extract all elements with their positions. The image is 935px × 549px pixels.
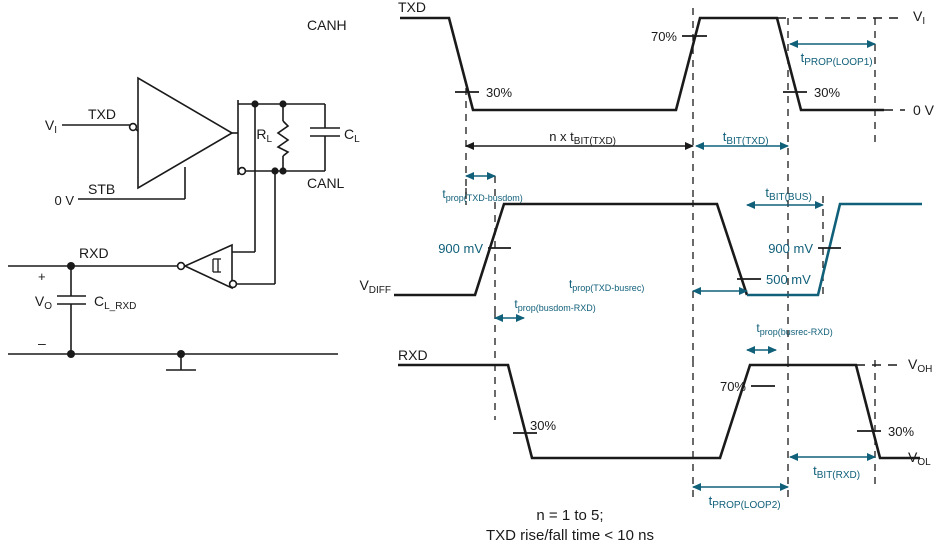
- txd-inverting-bubble: [128, 122, 138, 132]
- rxd-output-bubble: [176, 261, 186, 271]
- junction-canl-2: [279, 167, 287, 175]
- canl-output-bubble: [237, 166, 247, 176]
- label-cl: CL: [344, 126, 360, 145]
- label-txd: TXD: [88, 106, 116, 122]
- vdiff-waveform-trace-recessive: [747, 202, 922, 297]
- label-vo: VO: [35, 293, 52, 312]
- circuit-schematic: [8, 76, 340, 371]
- circuit-labels: VI TXD 0 V STB CANH CANL RL CL RXD VO CL…: [35, 17, 360, 351]
- label-polarity-minus: –: [38, 335, 46, 351]
- vdiff-waveform-trace-dominant: [394, 202, 749, 297]
- rxd-level-voh-label: VOH: [908, 356, 932, 375]
- rxd-measures: tPROP(LOOP2) tBIT(RXD): [683, 453, 878, 511]
- txd-30pct-label-2: 30%: [814, 85, 840, 100]
- receiver-comparator-symbol: [183, 243, 233, 290]
- rxd-30pct-label-2: 30%: [888, 424, 914, 439]
- label-cl-rxd: CL_RXD: [94, 293, 136, 312]
- rxd-waveform-group: RXD 30% 70% 30% VOH VOL: [398, 347, 932, 468]
- label-tprop-loop2: tPROP(LOOP2): [683, 493, 798, 511]
- label-tprop-txd-busrec: tprop(TXD-busrec): [546, 277, 661, 294]
- caption-line-1: n = 1 to 5;: [536, 507, 603, 524]
- txd-signal-label: TXD: [398, 0, 426, 15]
- txd-measures: n x tBIT(TXD) tBIT(TXD) tPROP(LOOP1): [465, 40, 890, 150]
- reference-dashed-lines: [465, 8, 876, 500]
- vdiff-threshold-ticks: [488, 247, 841, 280]
- rxd-threshold-ticks: [513, 385, 881, 434]
- junction-dots: [67, 100, 287, 358]
- label-tbit-txd: tBIT(TXD): [697, 129, 786, 147]
- rxd-30pct-label-1: 30%: [530, 418, 556, 433]
- vdiff-500mv-label: 500 mV: [766, 272, 811, 287]
- label-vi: VI: [45, 117, 57, 136]
- label-n-x-tbit-txd: n x tBIT(TXD): [524, 129, 634, 147]
- label-tbit-rxd: tBIT(RXD): [788, 463, 878, 481]
- rxd-signal-label: RXD: [398, 347, 428, 363]
- rxd-level-vol-label: VOL: [908, 449, 931, 468]
- junction-gnd-main: [177, 350, 185, 358]
- txd-waveform-group: TXD 30% 70% 30% VI 0 V: [398, 0, 935, 118]
- driver-amplifier-symbol: [137, 76, 234, 190]
- caption-line-2: TXD rise/fall time < 10 ns: [486, 527, 654, 544]
- label-tprop-busrec-rxd: tprop(busrec-RXD): [733, 321, 849, 338]
- junction-canh-2: [279, 100, 287, 108]
- vdiff-measures: tprop(TXD-busdom) tprop(busdom-RXD) tpro…: [419, 172, 849, 354]
- label-tbit-bus: tBIT(BUS): [740, 185, 830, 203]
- junction-rxd: [67, 262, 75, 270]
- label-tprop-txd-busdom: tprop(TXD-busdom): [419, 187, 539, 204]
- label-polarity-plus: +: [38, 269, 46, 284]
- txd-70pct-label: 70%: [651, 29, 677, 44]
- label-canl: CANL: [307, 175, 345, 191]
- txd-level-guides: [777, 17, 905, 111]
- vdiff-900mv-label-left: 900 mV: [438, 241, 483, 256]
- rxd-70pct-label: 70%: [720, 379, 746, 394]
- label-stb: STB: [88, 181, 115, 197]
- label-rl: RL: [256, 126, 272, 145]
- rxd-waveform-trace: [398, 363, 920, 460]
- label-rxd-node: RXD: [79, 245, 109, 261]
- vdiff-signal-label: VDIFF: [359, 277, 391, 296]
- vdiff-900mv-label-right: 900 mV: [768, 241, 813, 256]
- receiver-inverting-bubble: [228, 279, 238, 289]
- label-tprop-loop1: tPROP(LOOP1): [775, 50, 890, 68]
- label-canh: CANH: [307, 17, 347, 33]
- label-zero-v: 0 V: [54, 193, 74, 208]
- rl-resistor-zigzag: [276, 120, 290, 157]
- junction-canl-1: [271, 167, 279, 175]
- junction-gnd-rxd: [67, 350, 75, 358]
- figure-caption: n = 1 to 5; TXD rise/fall time < 10 ns: [486, 507, 654, 544]
- junction-canh-1: [251, 100, 259, 108]
- label-tprop-busdom-rxd: tprop(busdom-RXD): [491, 297, 612, 314]
- txd-waveform-trace: [400, 16, 884, 112]
- txd-30pct-label-1: 30%: [486, 85, 512, 100]
- hysteresis-icon: [212, 258, 221, 273]
- txd-threshold-ticks: [455, 35, 807, 93]
- txd-level-vi-label: VI: [913, 8, 925, 27]
- vdiff-waveform-group: VDIFF 900 mV 900 mV 500 mV: [359, 202, 922, 297]
- txd-level-0v-label: 0 V: [913, 102, 935, 118]
